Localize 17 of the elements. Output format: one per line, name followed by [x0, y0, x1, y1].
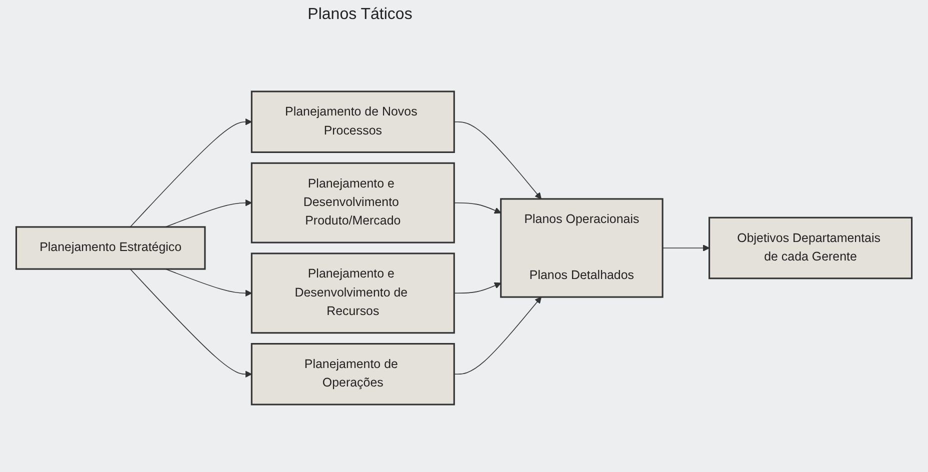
arrow: [165, 199, 252, 228]
node-box: Planejamento e Desenvolvimento Produto/Mercado: [250, 162, 455, 244]
node-box: Objetivos Departamentais de cada Gerente: [708, 216, 913, 280]
arrow: [130, 118, 252, 228]
node-box: Planejamento Estratégico: [15, 226, 206, 270]
column-heading: Planos Táticos: [306, 6, 414, 24]
arrow: [454, 296, 542, 375]
node-box: Planos Operacionais Planos Detalhados: [500, 198, 664, 298]
node-box: Planejamento e Desenvolvimento de Recursos: [250, 252, 455, 334]
arrow: [454, 282, 502, 294]
arrow: [165, 268, 252, 297]
arrow: [454, 121, 542, 200]
arrow: [454, 202, 502, 214]
arrow: [662, 244, 710, 252]
node-box: Planejamento de Operações: [250, 343, 455, 406]
node-box: Planejamento de Novos Processos: [250, 90, 455, 153]
arrow: [130, 268, 252, 378]
